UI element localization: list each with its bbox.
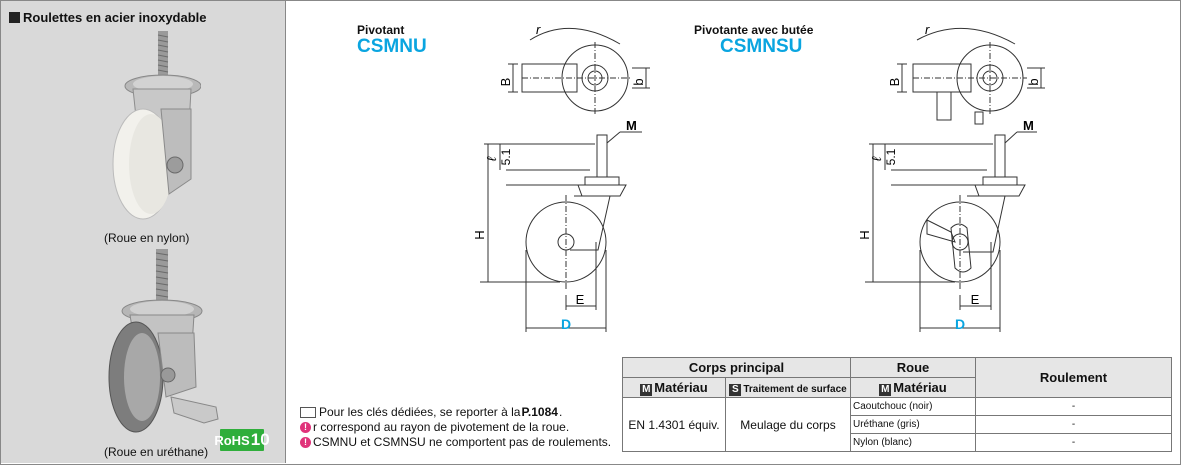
cell-wheel-material: Uréthane (gris)	[850, 415, 976, 434]
caution-icon: !	[300, 437, 311, 448]
dim-l-left: ℓ	[484, 156, 499, 161]
material-badge-icon: M	[640, 383, 653, 396]
dim-M-right: M	[1023, 118, 1034, 133]
dim-b-right: b	[1026, 78, 1041, 85]
cell-body-material: EN 1.4301 équiv.	[622, 397, 726, 452]
dim-b-left: b	[631, 78, 646, 85]
product-code-csmnu: CSMNU	[357, 36, 427, 57]
cell-bearing: -	[975, 397, 1172, 416]
dim-D-left: D	[561, 316, 571, 332]
sidebar-title-text: Roulettes en acier inoxydable	[23, 10, 207, 25]
cell-wheel-material: Caoutchouc (noir)	[850, 397, 976, 416]
surface-badge-icon: S	[729, 383, 742, 396]
dim-5-1-right: 5.1	[884, 148, 898, 165]
product-code-csmnsu: CSMNSU	[720, 36, 803, 57]
table-row: EN 1.4301 équiv. Meulage du corps Caoutc…	[622, 397, 1172, 452]
cell-wheel-material: Nylon (blanc)	[850, 433, 976, 452]
dim-5-1-left: 5.1	[499, 148, 513, 165]
drawing-csmnsu: B b r M ℓ 5.1 H E D	[857, 22, 1045, 332]
book-reference-icon	[300, 407, 316, 418]
type-label-swivel: Pivotant	[357, 23, 405, 37]
notes-block: Pour les clés dédiées, se reporter à la …	[300, 405, 611, 450]
nylon-caster-photo	[112, 31, 201, 220]
cell-bearing: -	[975, 415, 1172, 434]
urethane-caster-photo	[108, 249, 219, 433]
header-wheel: Roue	[850, 357, 976, 378]
dim-H-left: H	[472, 230, 487, 239]
square-bullet-icon	[9, 12, 20, 23]
note-keys: Pour les clés dédiées, se reporter à la …	[300, 405, 611, 420]
dim-r-left: r	[536, 22, 541, 37]
note-bearing: ! CSMNU et CSMNSU ne comportent pas de r…	[300, 435, 611, 450]
caption-nylon: (Roue en nylon)	[104, 231, 190, 245]
drawing-csmnu: B b r M ℓ 5.1 H E D	[472, 22, 650, 332]
caption-urethane: (Roue en uréthane)	[104, 445, 209, 459]
table-row: Nylon (blanc) -	[623, 433, 1172, 452]
page-reference-link[interactable]: P.1084	[521, 405, 558, 419]
dim-D-right: D	[955, 316, 965, 332]
dim-E-right: E	[971, 292, 980, 307]
caution-icon: !	[300, 422, 311, 433]
sidebar-title: Roulettes en acier inoxydable	[9, 10, 207, 25]
dim-l-right: ℓ	[869, 156, 884, 161]
cell-surface-treatment: Meulage du corps	[725, 397, 851, 452]
header-bearing: Roulement	[975, 357, 1172, 398]
dim-E-left: E	[576, 292, 585, 307]
dim-B-right: B	[887, 78, 902, 87]
note-radius: ! r correspond au rayon de pivotement de…	[300, 420, 611, 435]
material-badge-icon: M	[879, 383, 892, 396]
dim-r-right: r	[925, 22, 930, 37]
dim-M-left: M	[626, 118, 637, 133]
dim-B-left: B	[498, 78, 513, 87]
cell-bearing: -	[975, 433, 1172, 452]
sidebar-panel: Roulettes en acier inoxydable (Roue en n…	[1, 1, 286, 463]
dim-H-right: H	[857, 230, 872, 239]
header-main-body: Corps principal	[622, 357, 851, 378]
type-label-swivel-stopper: Pivotante avec butée	[694, 23, 814, 37]
